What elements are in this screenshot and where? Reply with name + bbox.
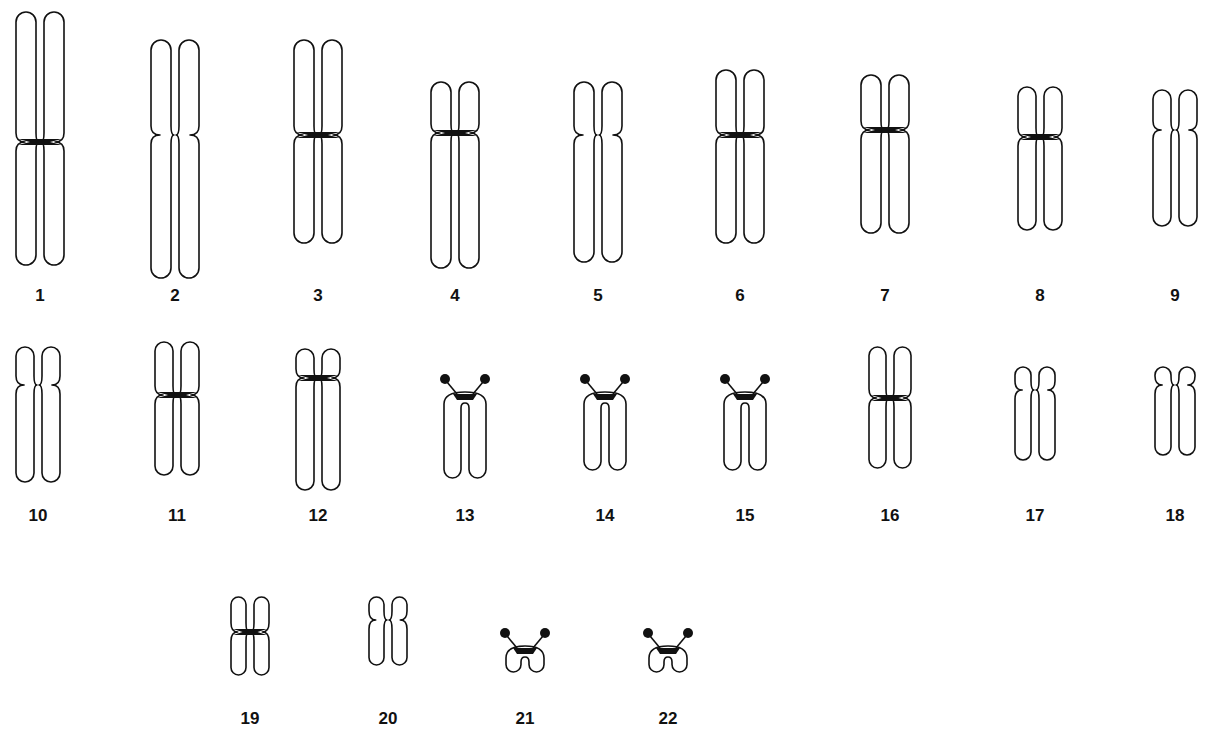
acrocentric-chromosome [724,392,766,470]
chromosome-number: 19 [241,710,260,727]
chromatid [294,40,317,243]
chromatid [1018,87,1039,230]
satellite-stalk [650,636,660,648]
satellite-stalk [727,382,737,394]
satellite [620,374,630,384]
chromosome-number: 13 [456,507,475,524]
chromatid [251,597,269,675]
chromatid [155,342,176,475]
chromatid [151,40,174,278]
chromosome-number: 16 [881,507,900,524]
chromatid [1153,90,1174,226]
acrocentric-chromosome [584,392,626,470]
satellite [500,628,510,638]
centromere-band [871,395,909,401]
chromatid [869,347,889,468]
chromatid [716,70,739,243]
chromosome-number: 17 [1026,507,1045,524]
acrocentric-chromosome [649,646,687,672]
chromosome-number: 2 [170,287,179,304]
satellite-stalk [676,636,686,648]
satellite [440,374,450,384]
centromere-band [18,139,62,145]
chromatid [1036,367,1055,460]
chromatid [886,75,909,233]
chromosome-number: 20 [379,710,398,727]
satellite-stalk [507,636,517,648]
chromatid [861,75,884,233]
chromatid [574,82,597,262]
centromere-band [513,648,537,654]
acrocentric-chromosome [506,646,544,672]
chromatid [296,349,317,490]
centromere-band [157,392,197,398]
chromatid [389,597,407,665]
chromatid [319,349,340,490]
chromatid [176,40,199,278]
satellite [720,374,730,384]
chromosome-number: 21 [516,710,535,727]
centromere-band [863,127,907,133]
chromatid [599,82,622,262]
satellite-stalk [613,382,623,394]
chromatid [431,82,454,268]
chromatid [1176,367,1195,455]
centromere-band [593,394,617,400]
centromere-band [656,648,680,654]
chromosome-number: 12 [309,507,328,524]
chromatid [16,12,39,265]
satellite-stalk [473,382,483,394]
satellite [580,374,590,384]
chromatid [41,12,64,265]
chromosome-number: 9 [1170,287,1179,304]
centromere-band [433,130,477,136]
chromatid [319,40,342,243]
chromatid [1155,367,1174,455]
chromatid [1176,90,1197,226]
chromosome-number: 15 [736,507,755,524]
chromatid [16,347,37,482]
centromere-band [296,132,340,138]
chromosome-number: 6 [735,287,744,304]
centromere-band [233,629,267,635]
chromatid [178,342,199,475]
chromatid [1015,367,1034,460]
chromosome-number: 14 [596,507,615,524]
centromere-band [1020,134,1060,140]
satellite-stalk [533,636,543,648]
chromosome-number: 18 [1166,507,1185,524]
satellite [683,628,693,638]
chromosome-number: 5 [593,287,602,304]
chromatid [369,597,387,665]
chromatid [456,82,479,268]
centromere-band [733,394,757,400]
satellite-stalk [447,382,457,394]
satellite-stalk [587,382,597,394]
chromosome-number: 7 [880,287,889,304]
satellite-stalk [753,382,763,394]
chromosome-number: 10 [29,507,48,524]
centromere-band [453,394,477,400]
centromere-band [298,375,338,381]
centromere-band [718,132,762,138]
acrocentric-chromosome [444,392,486,478]
satellite [480,374,490,384]
chromosome-number: 1 [35,287,44,304]
chromosome-number: 22 [659,710,678,727]
chromatid [891,347,911,468]
chromosome-number: 3 [313,287,322,304]
satellite [540,628,550,638]
chromatid [231,597,249,675]
chromatid [39,347,60,482]
chromatid [1041,87,1062,230]
satellite [760,374,770,384]
satellite [643,628,653,638]
chromatid [741,70,764,243]
chromosome-number: 8 [1035,287,1044,304]
chromosome-number: 11 [168,507,186,524]
chromosome-number: 4 [450,287,459,304]
